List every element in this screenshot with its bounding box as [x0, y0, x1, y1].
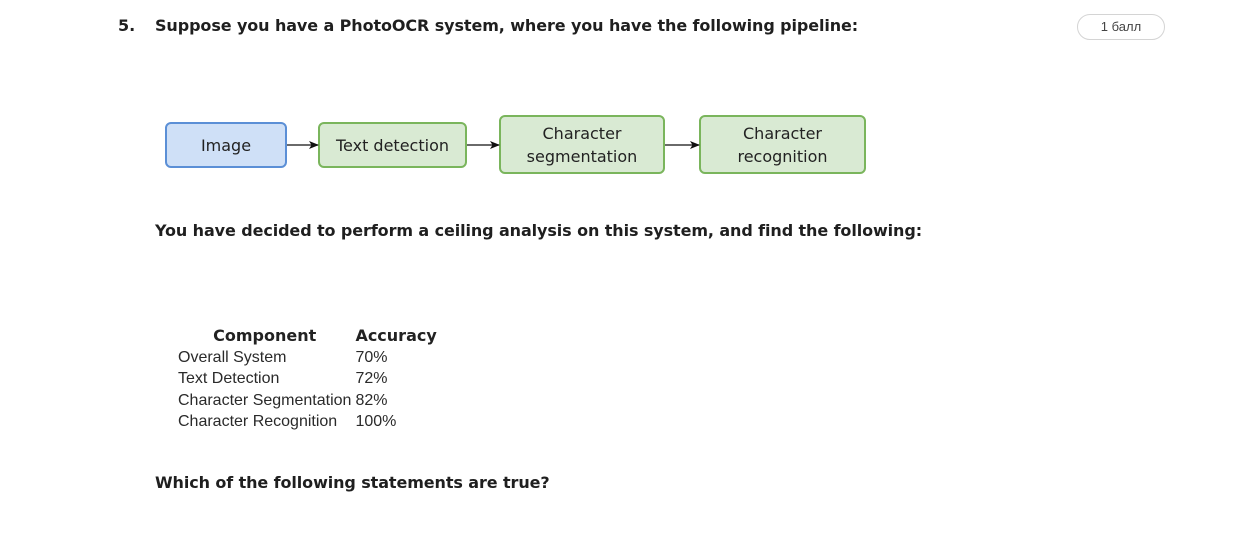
- pipeline-box-shape: [165, 122, 287, 168]
- pipeline-box-label: segmentation: [527, 147, 638, 166]
- header-component: Component: [213, 326, 317, 345]
- pipeline-box-shape: [499, 115, 665, 174]
- ceiling-analysis-text: You have decided to perform a ceiling an…: [155, 221, 922, 240]
- component-cell: Text Detection: [178, 370, 280, 387]
- pipeline-box-label: Character: [543, 124, 622, 143]
- table-row: Character Segmentation 82%: [176, 390, 439, 412]
- pipeline-box-image: Image: [165, 122, 287, 168]
- table-row: Text Detection 72%: [176, 368, 439, 390]
- table-row: Character Recognition 100%: [176, 411, 439, 433]
- pipeline-box-character-segmentation: Character segmentation: [499, 115, 665, 174]
- pipeline-box-label: recognition: [737, 147, 827, 166]
- points-badge: 1 балл: [1077, 14, 1165, 40]
- question-number: 5.: [118, 16, 136, 35]
- pipeline-box-label: Character: [743, 124, 822, 143]
- table-header-row: Component Accuracy: [176, 325, 439, 347]
- component-cell: Overall System: [178, 348, 287, 366]
- pipeline-box-shape: [699, 115, 866, 174]
- pipeline-box-character-recognition: Character recognition: [699, 115, 866, 174]
- accuracy-cell: 70%: [355, 348, 388, 366]
- component-cell: Character Recognition: [178, 413, 338, 430]
- component-cell: Character Segmentation: [178, 391, 352, 409]
- pipeline-box-text-detection: Text detection: [318, 122, 467, 168]
- header-accuracy: Accuracy: [355, 326, 437, 345]
- pipeline-box-label: Text detection: [335, 136, 449, 155]
- accuracy-cell: 72%: [355, 370, 388, 387]
- question-text: Suppose you have a PhotoOCR system, wher…: [155, 16, 859, 35]
- pipeline-box-label: Image: [201, 136, 251, 155]
- table-row: Overall System 70%: [176, 347, 439, 369]
- which-statements-text: Which of the following statements are tr…: [155, 473, 550, 492]
- ceiling-analysis-table: Component Accuracy Overall System 70% Te…: [176, 325, 439, 433]
- accuracy-cell: 82%: [355, 391, 388, 409]
- accuracy-cell: 100%: [355, 413, 397, 430]
- pipeline-box-shape: [318, 122, 467, 168]
